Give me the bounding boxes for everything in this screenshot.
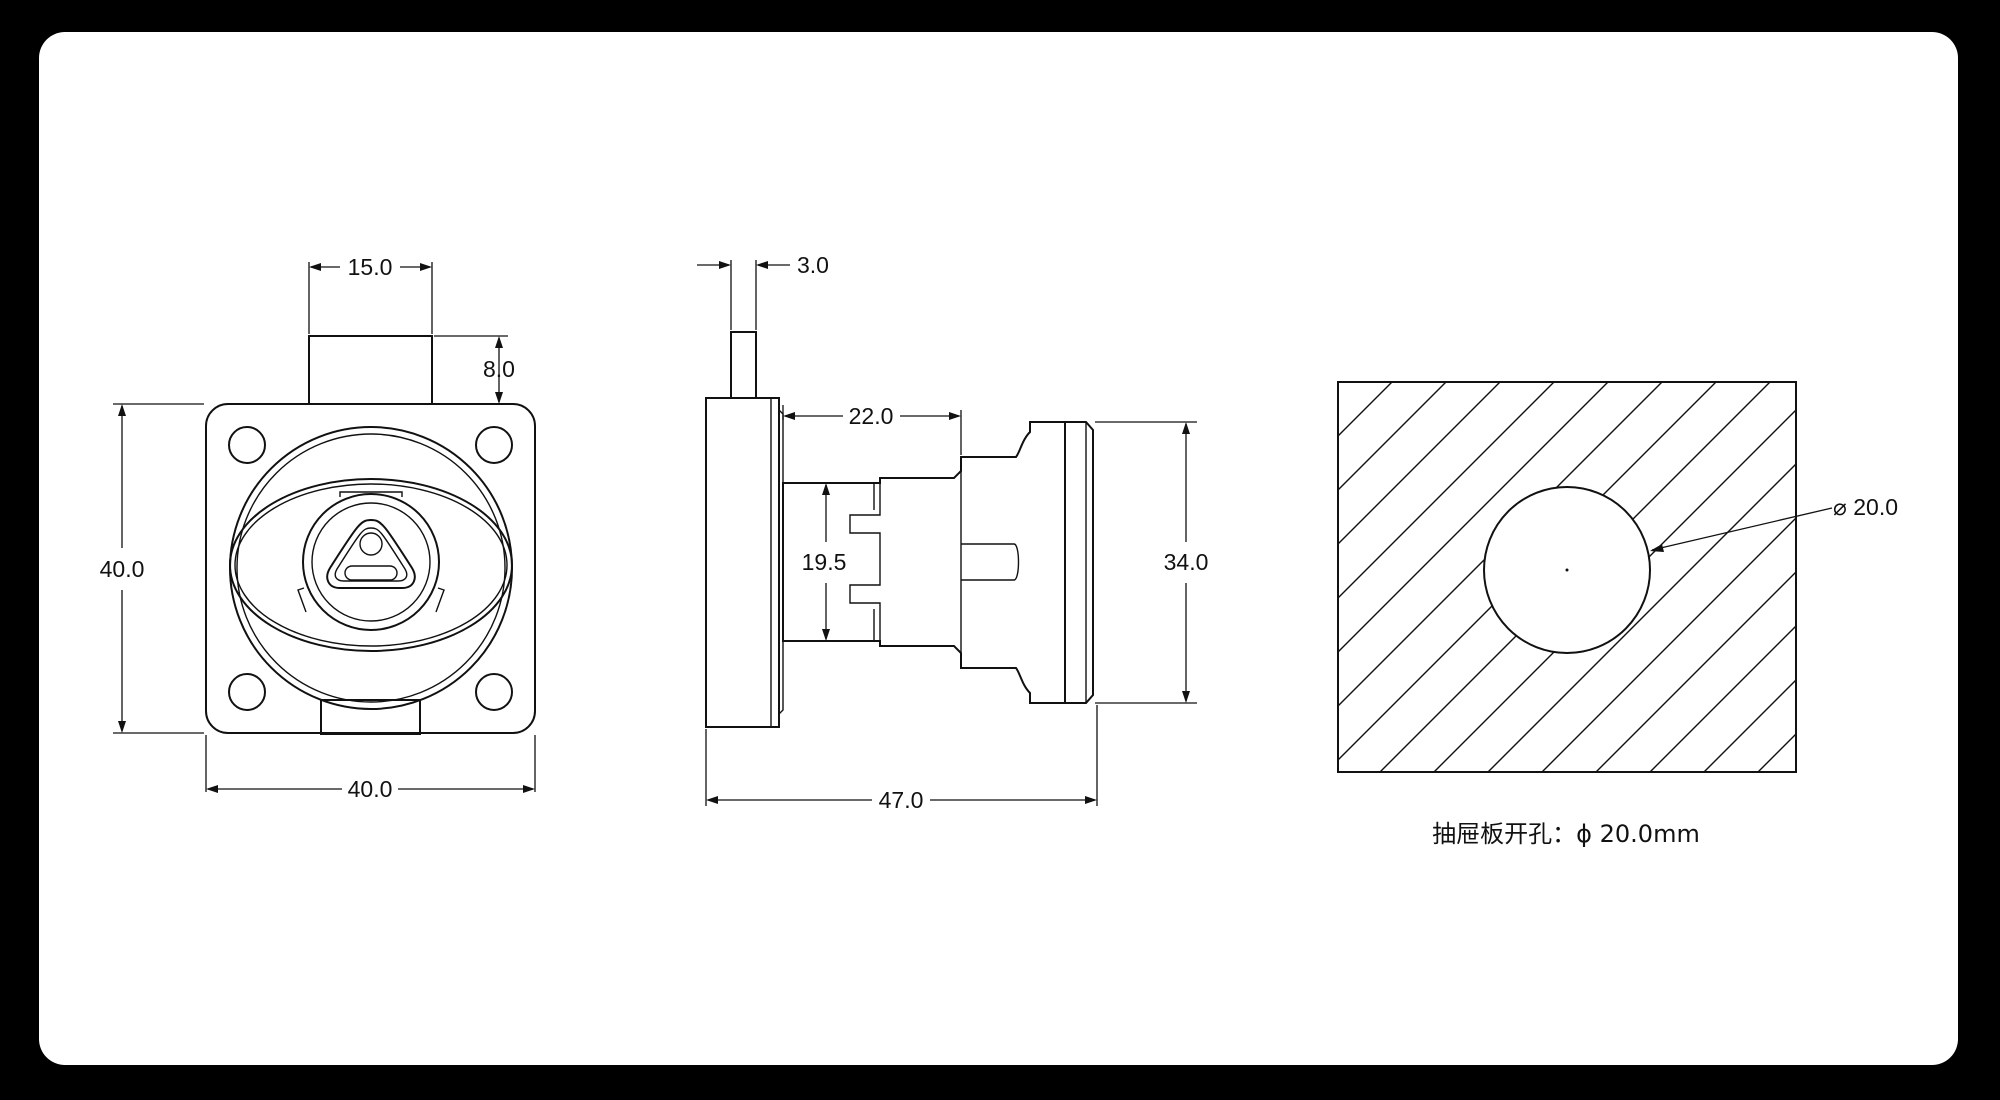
hatch-pattern bbox=[1338, 382, 1958, 772]
leader-line bbox=[1651, 507, 1833, 551]
mounting-hole bbox=[228, 673, 266, 711]
key-cylinder bbox=[302, 493, 440, 631]
hatch-line bbox=[1703, 679, 1796, 772]
dim-label: 40.0 bbox=[100, 556, 145, 582]
mounting-hole bbox=[475, 673, 513, 711]
escutcheon bbox=[229, 478, 513, 652]
hatch-line bbox=[1338, 382, 1501, 545]
dim-label: 8.0 bbox=[483, 356, 515, 382]
hatch-line bbox=[1541, 517, 1796, 772]
mounting-plate bbox=[205, 403, 536, 734]
lock-body-outer bbox=[229, 426, 513, 710]
shaft bbox=[730, 331, 757, 399]
dim-label: 3.0 bbox=[797, 252, 829, 278]
cam-teeth bbox=[849, 483, 881, 641]
dim-label: 40.0 bbox=[348, 776, 393, 802]
cutout-caption: 抽屉板开孔：ϕ 20.0mm bbox=[1432, 820, 1700, 848]
mounting-hole bbox=[475, 426, 513, 464]
diameter-label: ⌀ 20.0 bbox=[1833, 494, 1898, 520]
dim-label: 47.0 bbox=[879, 787, 924, 813]
hatch-line bbox=[1338, 382, 1447, 491]
keyway bbox=[326, 518, 416, 589]
hatch-line bbox=[1338, 382, 1609, 653]
cutout-view: ⌀ 20.0 抽屉板开孔：ϕ 20.0mm bbox=[1337, 381, 1958, 848]
hatch-line bbox=[1338, 382, 1663, 707]
technical-drawing: 15.0 8.0 40.0 40.0 bbox=[100, 252, 1958, 848]
drawer-panel bbox=[1337, 381, 1797, 773]
dim-label: 34.0 bbox=[1164, 549, 1209, 575]
top-tab bbox=[308, 335, 433, 405]
dim-label: 22.0 bbox=[849, 403, 894, 429]
hatch-line bbox=[1338, 382, 1555, 599]
front-view: 15.0 8.0 40.0 40.0 bbox=[100, 254, 536, 802]
dim-label: 15.0 bbox=[348, 254, 393, 280]
center-mark bbox=[1565, 568, 1569, 572]
hatch-line bbox=[1812, 382, 1958, 772]
hatch-line bbox=[1595, 571, 1796, 772]
flange bbox=[705, 397, 780, 728]
drawing-sheet: 15.0 8.0 40.0 40.0 bbox=[39, 32, 1958, 1065]
lock-body-inner bbox=[236, 433, 506, 703]
head bbox=[1065, 421, 1094, 704]
hatch-line bbox=[1649, 625, 1796, 772]
hatch-line bbox=[1338, 382, 1393, 437]
hatch-line bbox=[1757, 733, 1796, 772]
mounting-hole bbox=[228, 426, 266, 464]
hatch-line bbox=[1338, 382, 1339, 383]
dim-label: 19.5 bbox=[802, 549, 847, 575]
side-view: 3.0 22.0 19.5 34.0 47.0 bbox=[697, 252, 1208, 813]
hatch-line bbox=[1487, 463, 1796, 772]
